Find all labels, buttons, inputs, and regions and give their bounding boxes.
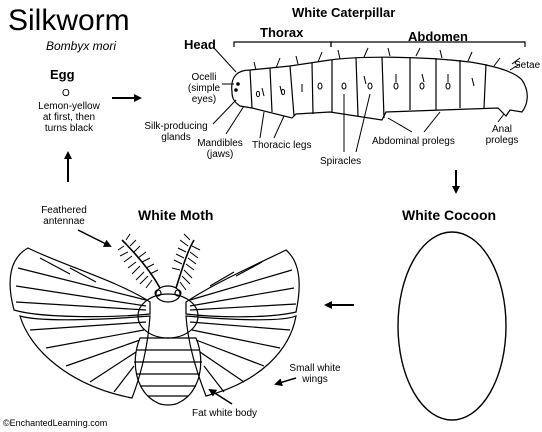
- abdomen-label: Abdomen: [408, 29, 468, 44]
- page-title: Silkworm: [8, 4, 130, 37]
- ocelli-dots: [236, 82, 240, 86]
- antennae-label: Feathered antennae: [41, 205, 87, 227]
- head-label: Head: [184, 37, 216, 52]
- egg-heading: Egg: [50, 67, 75, 82]
- spiracles-label: Spiracles: [320, 156, 362, 167]
- moth-drawing: [9, 239, 300, 406]
- arrow-body: [208, 388, 233, 405]
- caterpillar-heading: White Caterpillar: [292, 5, 396, 20]
- cocoon-heading: White Cocoon: [402, 207, 497, 223]
- thoracic-legs-label: Thoracic legs: [252, 140, 312, 151]
- egg-symbol: O: [62, 88, 70, 99]
- abdomen-bracket: [330, 41, 526, 47]
- silk-glands-label: Silk-producing glands: [144, 121, 208, 143]
- body-label: Fat white body: [192, 408, 258, 419]
- moth-heading: White Moth: [138, 207, 214, 223]
- caterpillar-body: [231, 56, 528, 121]
- abdominal-prolegs-label: Abdominal prolegs: [372, 136, 455, 147]
- cocoon-shape: [397, 231, 507, 421]
- scientific-name: Bombyx mori: [46, 39, 117, 53]
- credit-text: ©EnchantedLearning.com: [3, 418, 108, 428]
- thorax-bracket: [233, 41, 332, 47]
- wings-label: Small white wings: [289, 363, 341, 385]
- anal-prolegs-label: Anal prolegs: [485, 124, 519, 146]
- setae-label: Setae: [514, 60, 541, 71]
- moth-antennae-feathers: [117, 233, 201, 291]
- ocelli-label: Ocelli (simple eyes): [187, 72, 221, 105]
- egg-description: Lemon-yellow at first, then turns black: [38, 101, 100, 134]
- cycle-arrows: [64, 94, 460, 309]
- arrow-antennae: [77, 229, 112, 247]
- caterpillar-setae: [253, 47, 521, 97]
- mandibles-label: Mandibles (jaws): [197, 138, 243, 160]
- caterpillar-leader-lines: [212, 47, 521, 153]
- thorax-label: Thorax: [260, 25, 304, 40]
- arrow-wings: [274, 377, 297, 387]
- caterpillar-spiracles: [255, 82, 451, 98]
- moth-pointer-arrows: [77, 229, 297, 405]
